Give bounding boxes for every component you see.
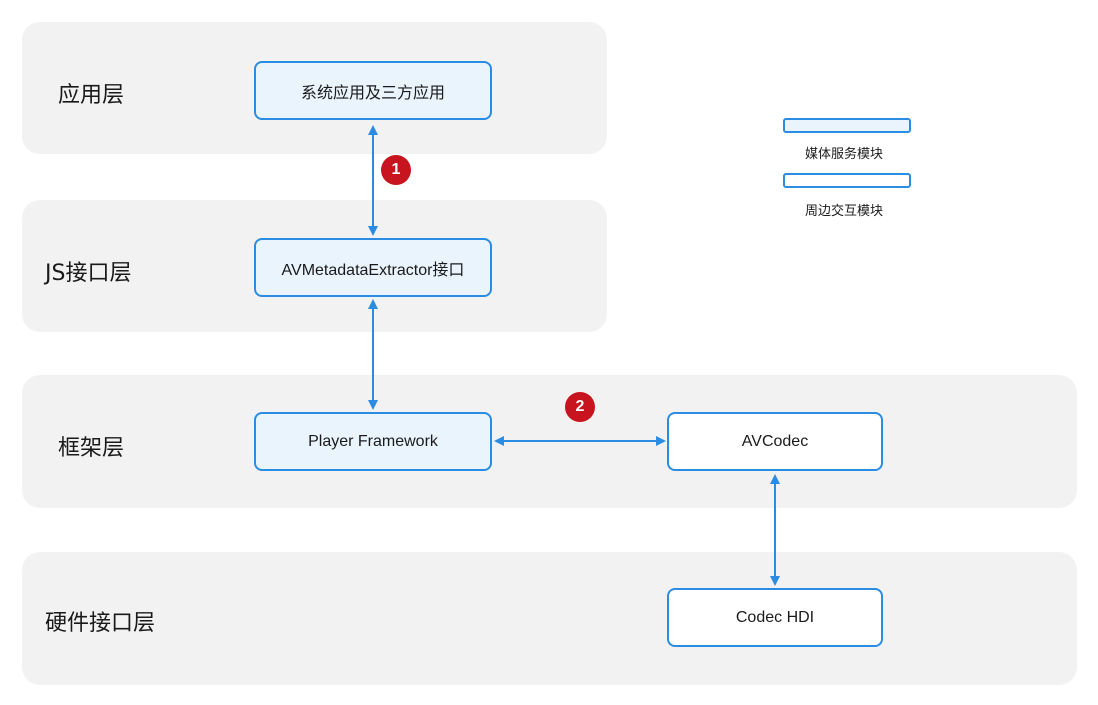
layer-label-hardware-interface: 硬件接口层: [45, 611, 156, 636]
layer-hardware-interface: [22, 552, 1077, 685]
step-badge-2: 2: [565, 392, 595, 422]
legend-label-media-service: 媒体服务模块: [805, 147, 884, 162]
layer-label-framework: 框架层: [58, 436, 125, 461]
box-player-framework: Player Framework: [254, 412, 492, 471]
box-codec-hdi: Codec HDI: [667, 588, 883, 647]
box-avcodec: AVCodec: [667, 412, 883, 471]
layer-label-js-interface: JS接口层: [45, 261, 132, 286]
legend-label-peripheral: 周边交互模块: [805, 204, 884, 219]
box-system-and-third-party-apps: 系统应用及三方应用: [254, 61, 492, 120]
layer-label-application: 应用层: [58, 83, 125, 108]
legend-swatch-peripheral: [783, 173, 911, 188]
box-avmetadataextractor-interface: AVMetadataExtractor接口: [254, 238, 492, 297]
legend-swatch-media-service: [783, 118, 911, 133]
step-badge-1: 1: [381, 155, 411, 185]
